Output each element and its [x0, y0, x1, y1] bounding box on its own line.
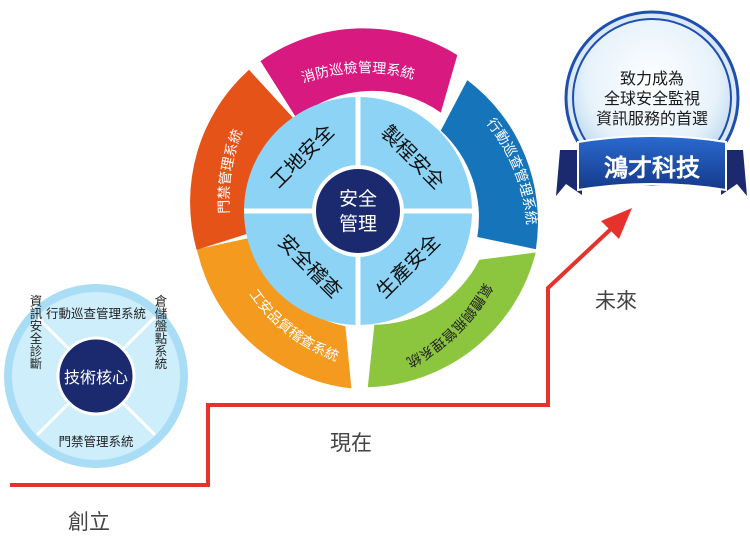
badge-line3: 資訊服務的首選	[596, 109, 708, 128]
growth-arrow	[10, 208, 632, 487]
technology-core-disc: 技術核心 行動巡查管理系統 門禁管理系統 資訊安全診斷 倉儲盤點系統	[4, 284, 188, 468]
core-top-label: 行動巡查管理系統	[46, 306, 146, 321]
stage-present-label: 現在	[330, 431, 372, 455]
stage-future-label: 未來	[595, 289, 637, 313]
badge-line1: 致力成為	[620, 69, 684, 88]
wheel-center-line1: 安全	[339, 188, 377, 210]
stage-founding-label: 創立	[68, 510, 110, 534]
core-bottom-label: 門禁管理系統	[58, 434, 133, 449]
core-left-label: 資訊安全診斷	[28, 295, 43, 370]
badge-line2: 全球安全監視	[604, 89, 700, 108]
core-center-label: 技術核心	[64, 368, 128, 387]
safety-management-wheel: 消防巡檢管理系統 行動巡查管理系統 氣體鋼瓶管理系統 工安品質稽查系統 門禁管理…	[190, 28, 539, 389]
core-right-label: 倉儲盤點系統	[153, 294, 168, 371]
company-badge: 致力成為 全球安全監視 資訊服務的首選 鴻才科技	[556, 10, 747, 196]
wheel-center-line2: 管理	[339, 213, 377, 235]
badge-company-name: 鴻才科技	[604, 154, 701, 182]
